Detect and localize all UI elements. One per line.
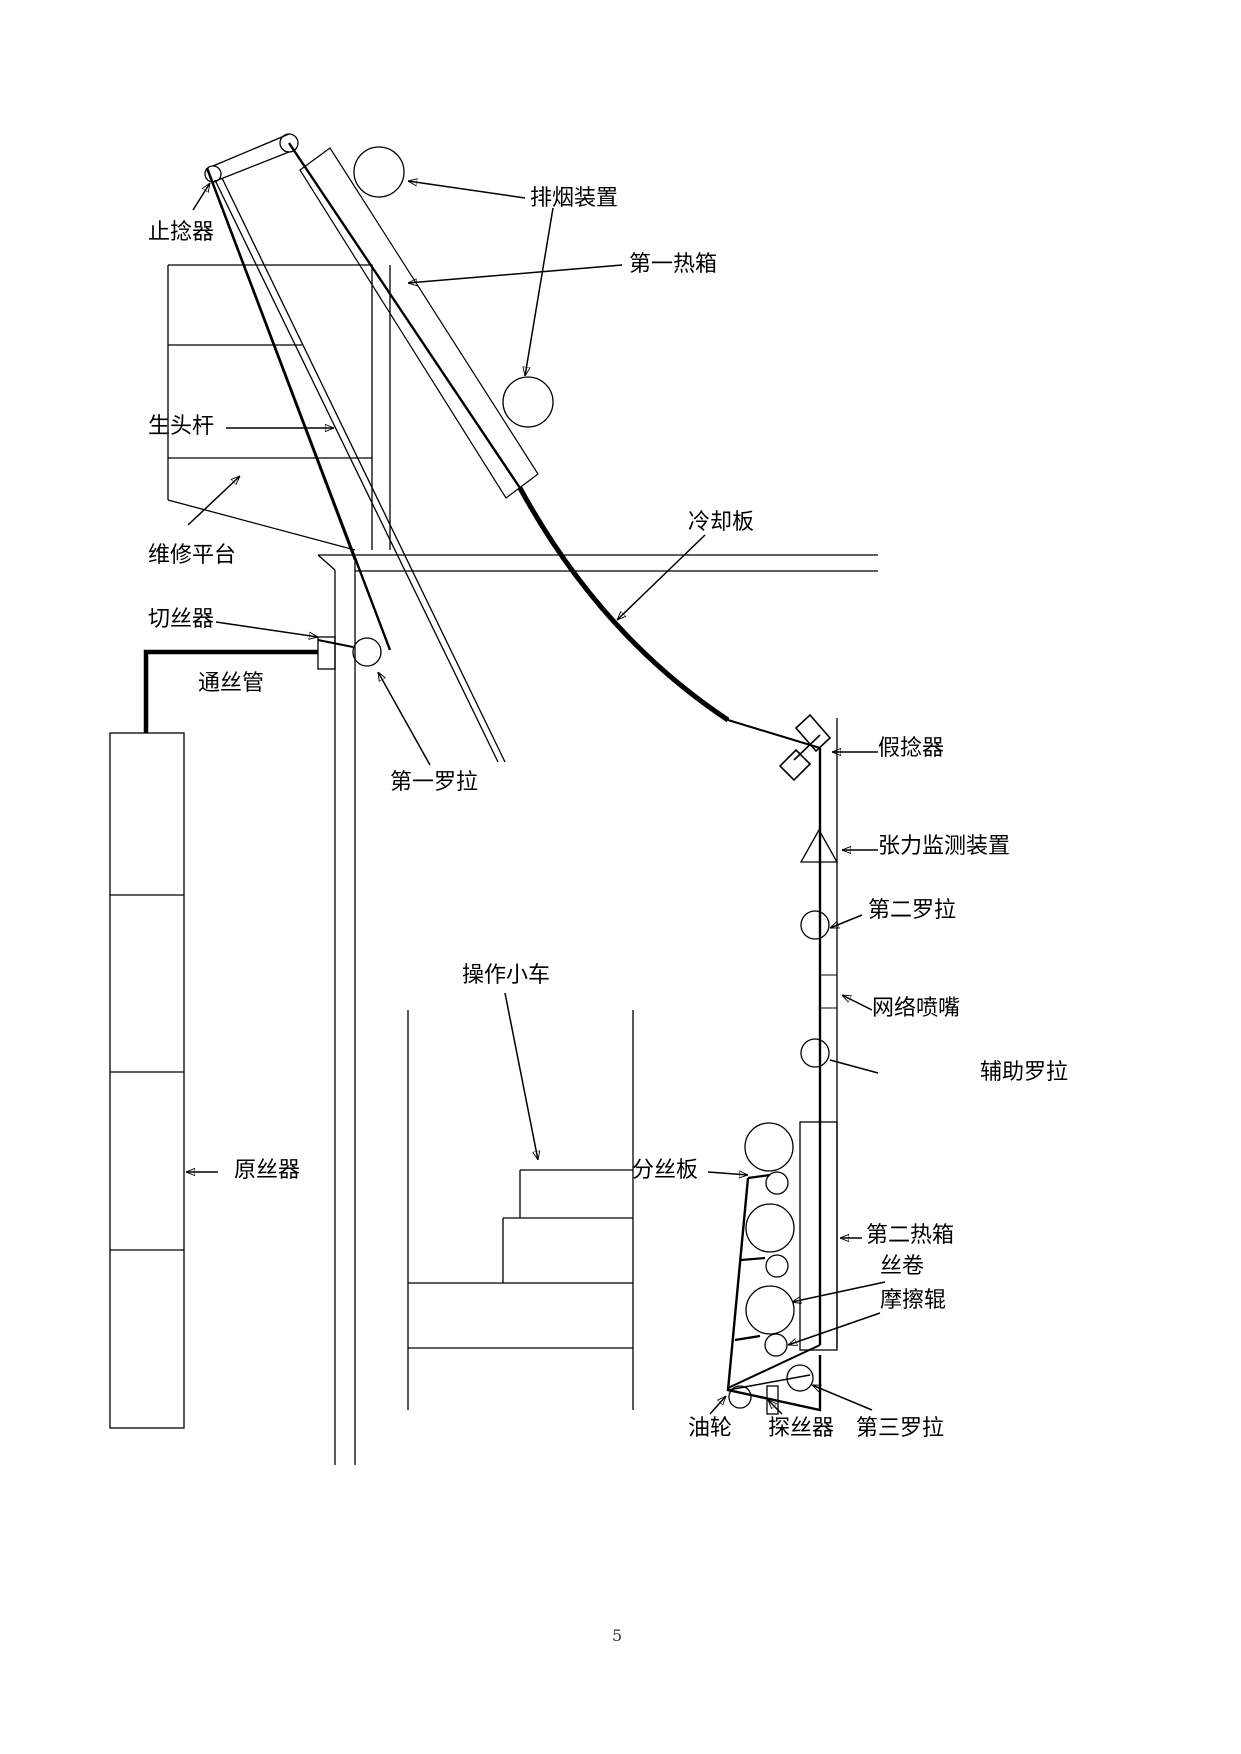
separator-arm-3 — [734, 1334, 761, 1342]
label-tube: 通丝管 — [198, 671, 265, 696]
yarn-tube — [143, 649, 318, 733]
exhaust-circle-upper — [353, 146, 405, 198]
creel — [109, 732, 185, 1429]
yarn-to-false-twister — [727, 719, 821, 749]
yarn-down-to-roller1 — [205, 167, 357, 561]
label-creel: 原丝器 — [234, 1158, 301, 1183]
yarn-lower-return — [727, 1374, 811, 1391]
label-exhaust: 排烟装置 — [530, 186, 619, 211]
small-roller-2 — [765, 1254, 789, 1278]
arrow-stop-twister — [192, 183, 210, 211]
third-roller — [786, 1364, 814, 1392]
first-roller — [352, 637, 382, 667]
label-false-twister: 假捻器 — [878, 736, 945, 761]
arrow-trolley — [504, 992, 538, 1160]
yarn-roller-to-cutter — [317, 639, 354, 648]
yarn-lower-feed — [727, 1344, 821, 1389]
horizontal-beam — [317, 554, 878, 572]
exhaust-circle-lower — [502, 376, 554, 428]
network-nozzle — [819, 974, 838, 1009]
package-middle — [745, 1203, 795, 1253]
label-tension: 张力监测装置 — [878, 834, 1011, 859]
page-number: 5 — [612, 1626, 623, 1645]
second-hot-box — [799, 1121, 838, 1351]
label-platform: 维修平台 — [148, 543, 237, 568]
pulley-link-lower — [212, 151, 290, 183]
arrow-exhaust-lower — [525, 207, 554, 376]
label-package: 丝卷 — [880, 1254, 925, 1279]
label-cooling-plate: 冷却板 — [688, 510, 755, 535]
label-detector: 探丝器 — [768, 1416, 835, 1441]
label-hotbox2: 第二热箱 — [866, 1223, 955, 1248]
arrow-hotbox1 — [408, 264, 623, 283]
label-cutter: 切丝器 — [148, 607, 215, 632]
arrow-exhaust — [408, 181, 526, 199]
false-twister — [794, 713, 832, 753]
arrow-package — [792, 1281, 886, 1302]
pulley-link — [212, 133, 290, 167]
threading-rod-b — [214, 179, 499, 763]
main-column — [334, 560, 356, 1465]
arrow-friction — [788, 1312, 881, 1345]
separator-arm-1 — [747, 1173, 771, 1180]
arrow-roller2 — [830, 914, 863, 929]
false-twister-base — [778, 748, 812, 782]
first-hot-box — [299, 147, 539, 499]
arrow-roller3 — [812, 1384, 873, 1411]
label-friction-roller: 摩擦辊 — [880, 1288, 947, 1313]
arrow-cooling — [617, 534, 706, 620]
leader-aux-roller — [829, 1059, 879, 1074]
yarn-hotbox-segment — [288, 142, 521, 489]
second-roller — [800, 910, 830, 940]
arrow-nozzle — [842, 994, 873, 1011]
label-separator: 分丝板 — [632, 1158, 699, 1183]
separator-arm-2 — [740, 1256, 766, 1262]
label-threading-rod: 生头杆 — [148, 414, 215, 439]
label-trolley: 操作小车 — [462, 963, 551, 988]
arrow-oil — [709, 1396, 726, 1415]
operation-trolley — [407, 1010, 634, 1410]
label-roller2: 第二罗拉 — [868, 898, 957, 923]
label-aux-roller: 辅助罗拉 — [980, 1060, 1069, 1085]
arrow-cutter — [215, 621, 318, 637]
false-twister-link — [793, 734, 821, 761]
tension-monitor — [799, 828, 839, 863]
label-hotbox1: 第一热箱 — [629, 252, 718, 277]
auxiliary-roller — [800, 1038, 830, 1068]
label-nozzle: 网络喷嘴 — [872, 996, 961, 1021]
arrow-platform — [187, 476, 240, 526]
platform-frame — [167, 264, 391, 551]
package-lower — [745, 1285, 795, 1335]
label-roller3: 第三罗拉 — [856, 1416, 945, 1441]
callout-lines — [186, 181, 886, 1415]
package-upper — [744, 1122, 794, 1172]
threading-rod-c — [221, 177, 506, 763]
small-roller-1 — [765, 1171, 789, 1195]
arrow-detector — [768, 1400, 783, 1415]
label-stop-twister: 止捻器 — [148, 220, 215, 245]
cooling-plate — [517, 486, 730, 723]
arrow-separator — [707, 1172, 748, 1175]
oil-wheel — [728, 1385, 752, 1409]
friction-roller — [764, 1333, 788, 1357]
label-roller1: 第一罗拉 — [390, 770, 479, 795]
label-oil-wheel: 油轮 — [688, 1416, 733, 1441]
arrow-roller1 — [377, 672, 431, 766]
